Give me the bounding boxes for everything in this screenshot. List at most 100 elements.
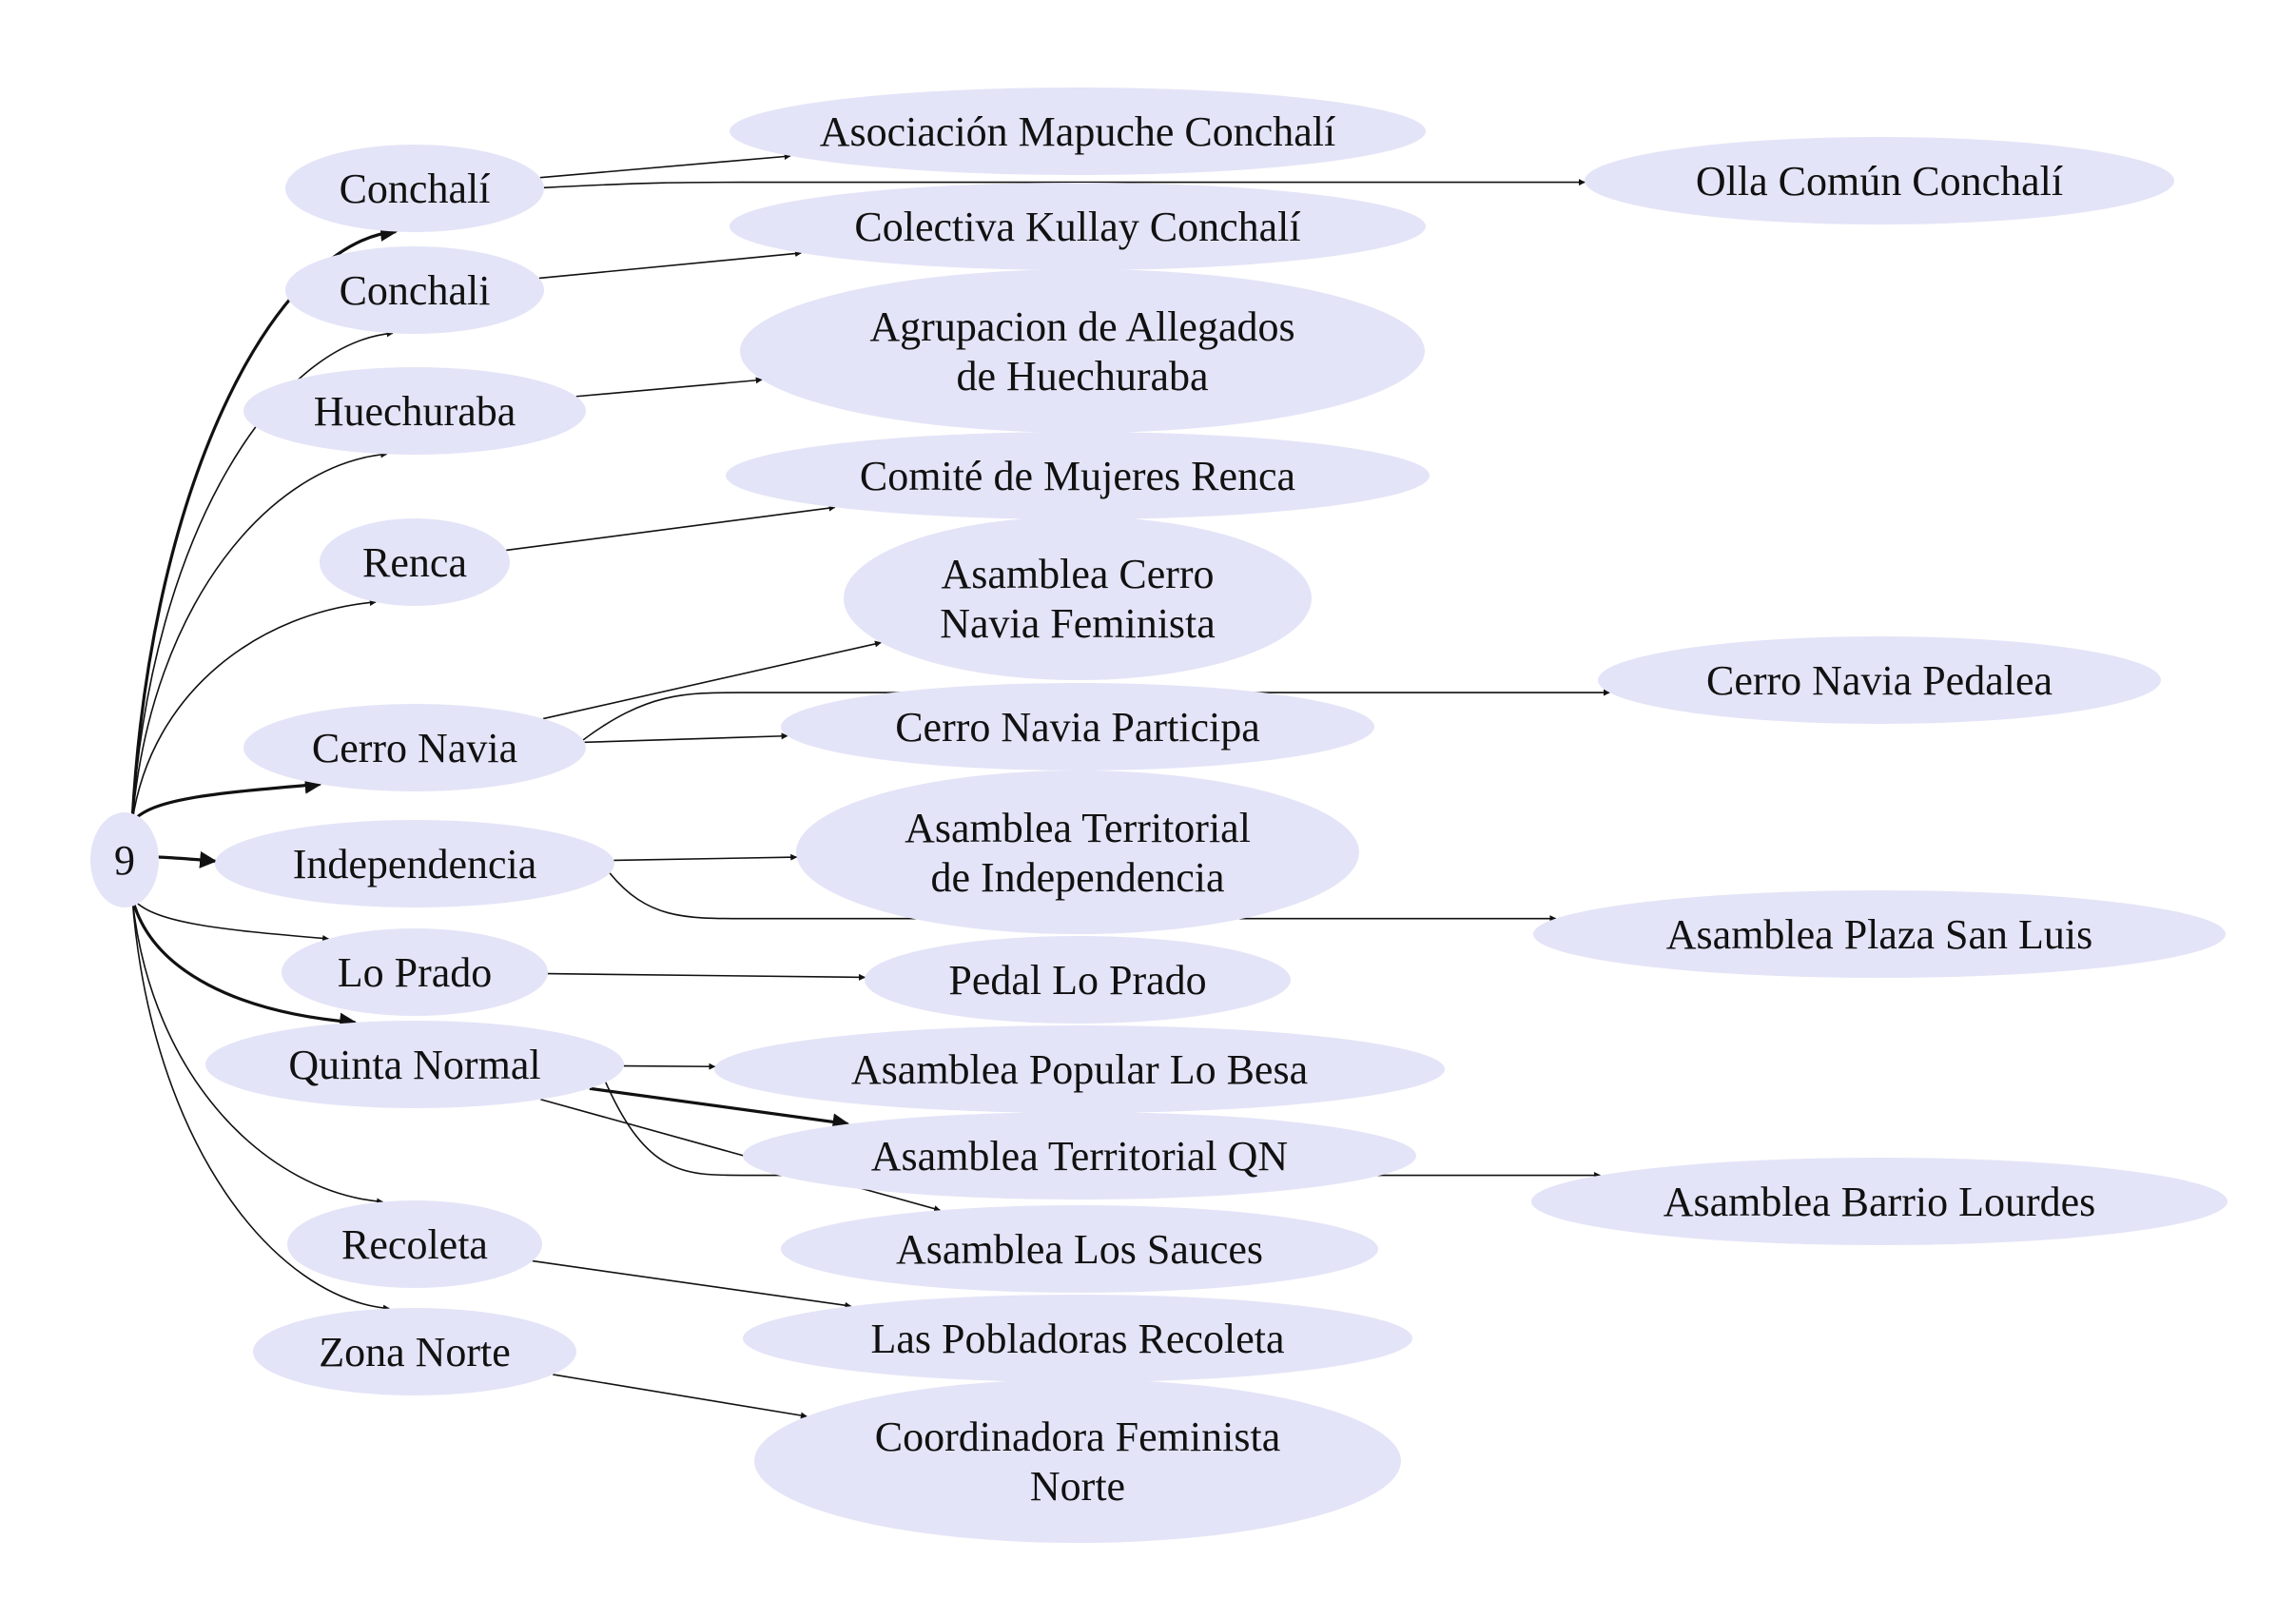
edge-c_cerronavia-to-o_cnpedalea <box>582 689 1610 741</box>
node-c_quintanormal[interactable]: Quinta Normal <box>205 1021 624 1108</box>
edge-c_huechuraba-to-o_allegados <box>575 377 763 398</box>
node-label: Agrupacion de Allegados <box>869 303 1294 350</box>
node-ellipse <box>320 518 510 606</box>
node-ellipse <box>253 1308 576 1395</box>
edge-n9-to-c_loprado <box>131 897 330 942</box>
node-ellipse <box>865 936 1291 1024</box>
node-ellipse <box>743 1295 1412 1382</box>
edge-n9-to-c_renca <box>131 599 377 823</box>
node-label: Lo Prado <box>338 949 493 996</box>
node-label: Cerro Navia <box>312 725 517 771</box>
node-label: Las Pobladoras Recoleta <box>871 1316 1285 1362</box>
node-ellipse <box>90 812 159 907</box>
node-ellipse <box>243 367 586 455</box>
node-label: Asamblea Barrio Lourdes <box>1664 1179 2096 1225</box>
node-ellipse <box>781 683 1374 770</box>
edge-c_conchali_acc-to-o_mapuche <box>539 153 791 179</box>
edge-c_cerronavia-to-o_acnf <box>542 640 882 720</box>
node-c_conchali_acc[interactable]: Conchalí <box>285 145 544 232</box>
node-c_conchali[interactable]: Conchali <box>285 246 544 334</box>
node-o_pedallp[interactable]: Pedal Lo Prado <box>865 936 1291 1024</box>
node-label: Asociación Mapuche Conchalí <box>820 108 1336 155</box>
edge-n9-to-c_huechuraba <box>131 451 388 823</box>
node-ellipse <box>243 704 586 791</box>
edge-c_loprado-to-o_pedallp <box>547 972 866 981</box>
node-ellipse <box>285 246 544 334</box>
edge-c_quintanormal-to-o_atqn <box>589 1086 850 1131</box>
node-ellipse <box>740 269 1425 433</box>
edge-n9-to-c_conchali_acc <box>130 224 399 823</box>
node-o_lobesa[interactable]: Asamblea Popular Lo Besa <box>714 1025 1445 1113</box>
node-o_mujeresrenca[interactable]: Comité de Mujeres Renca <box>726 432 1430 519</box>
node-label: Asamblea Plaza San Luis <box>1666 911 2092 958</box>
edge-c_conchali-to-o_kullay <box>538 250 802 280</box>
node-ellipse <box>1533 890 2226 978</box>
node-ellipse <box>730 183 1426 270</box>
node-c_loprado[interactable]: Lo Prado <box>282 928 548 1016</box>
node-label: Asamblea Popular Lo Besa <box>851 1046 1308 1093</box>
node-o_cnpedalea[interactable]: Cerro Navia Pedalea <box>1598 636 2161 724</box>
edge-c_renca-to-o_mujeresrenca <box>506 504 836 552</box>
node-ellipse <box>726 432 1430 519</box>
node-o_plazasanluis[interactable]: Asamblea Plaza San Luis <box>1533 890 2226 978</box>
node-c_huechuraba[interactable]: Huechuraba <box>243 367 586 455</box>
node-label: Coordinadora Feminista <box>875 1414 1281 1460</box>
node-ellipse <box>754 1379 1401 1543</box>
node-label: Colectiva Kullay Conchalí <box>854 204 1300 250</box>
node-ellipse <box>205 1021 624 1108</box>
edge-n9-to-c_recoleta <box>131 897 384 1205</box>
edge-c_independencia-to-o_plazasanluis <box>609 872 1557 923</box>
node-o_kullay[interactable]: Colectiva Kullay Conchalí <box>730 183 1426 270</box>
node-label: Zona Norte <box>319 1329 511 1375</box>
node-o_cnparticipa[interactable]: Cerro Navia Participa <box>781 683 1374 770</box>
node-c_renca[interactable]: Renca <box>320 518 510 606</box>
edge-c_quintanormal-to-o_barriolourdes <box>605 1082 1602 1180</box>
node-label: de Independencia <box>930 854 1224 901</box>
node-label: Navia Feminista <box>940 600 1216 647</box>
node-ellipse <box>1585 137 2174 224</box>
edge-n9-to-c_zonanorte <box>131 897 390 1312</box>
node-c_cerronavia[interactable]: Cerro Navia <box>243 704 586 791</box>
edge-n9-to-c_cerronavia <box>130 776 322 824</box>
node-label: Pedal Lo Prado <box>948 957 1206 1004</box>
node-o_mapuche[interactable]: Asociación Mapuche Conchalí <box>730 88 1426 175</box>
node-ellipse <box>730 88 1426 175</box>
node-o_atqn[interactable]: Asamblea Territorial QN <box>743 1112 1416 1200</box>
node-label: Huechuraba <box>314 388 516 435</box>
node-ellipse <box>844 517 1312 680</box>
node-label: Asamblea Territorial QN <box>871 1133 1288 1180</box>
node-ellipse <box>282 928 548 1016</box>
node-ellipse <box>215 820 614 907</box>
edge-c_conchali_acc-to-o_ollacomun <box>543 179 1586 189</box>
node-label: Norte <box>1030 1463 1125 1510</box>
node-label: Comité de Mujeres Renca <box>860 453 1295 499</box>
node-label: Quinta Normal <box>288 1042 540 1088</box>
node-ellipse <box>781 1205 1378 1293</box>
node-label: Asamblea Los Sauces <box>896 1226 1263 1273</box>
node-label: Cerro Navia Pedalea <box>1706 657 2053 704</box>
node-o_ollacomun[interactable]: Olla Común Conchalí <box>1585 137 2174 224</box>
node-c_independencia[interactable]: Independencia <box>215 820 614 907</box>
edge-c_zonanorte-to-o_coordfem <box>553 1374 807 1419</box>
node-n9[interactable]: 9 <box>90 812 159 907</box>
node-o_barriolourdes[interactable]: Asamblea Barrio Lourdes <box>1531 1158 2228 1245</box>
edge-c_recoleta-to-o_pobladoras <box>532 1259 852 1309</box>
node-label: 9 <box>114 837 135 884</box>
node-label: Asamblea Cerro <box>941 551 1214 597</box>
node-c_zonanorte[interactable]: Zona Norte <box>253 1308 576 1395</box>
edge-c_independencia-to-o_atindep <box>613 853 798 862</box>
node-label: Cerro Navia Participa <box>895 704 1260 751</box>
node-c_recoleta[interactable]: Recoleta <box>287 1200 542 1288</box>
node-ellipse <box>1598 636 2161 724</box>
node-label: Olla Común Conchalí <box>1696 158 2063 205</box>
node-ellipse <box>1531 1158 2228 1245</box>
edge-c_quintanormal-to-o_lobesa <box>623 1063 716 1070</box>
node-label: Conchali <box>340 267 491 314</box>
node-o_pobladoras[interactable]: Las Pobladoras Recoleta <box>743 1295 1412 1382</box>
node-o_sauces[interactable]: Asamblea Los Sauces <box>781 1205 1378 1293</box>
